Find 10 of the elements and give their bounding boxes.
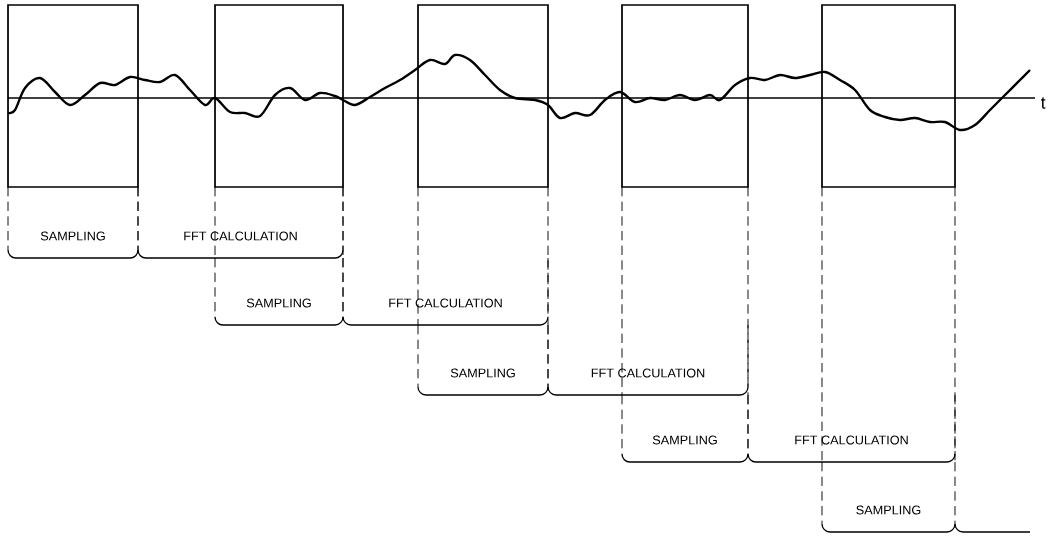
- phase-bracket: SAMPLING: [214, 257, 344, 326]
- axis-label: t: [1041, 97, 1046, 109]
- phase-bracket: FFT CALCULATION: [342, 257, 549, 326]
- phase-bracket: SAMPLING: [821, 461, 956, 533]
- phase-bracket: FFT CALCULATION: [137, 186, 344, 259]
- phase-bracket: SAMPLING: [417, 324, 549, 396]
- phase-bracket: FFT CALCULATION: [547, 324, 749, 396]
- phase-bracket: SAMPLING: [621, 394, 749, 463]
- phase-bracket: SAMPLING: [7, 186, 139, 259]
- phase-bracket: FFT CALCULATION: [747, 394, 956, 463]
